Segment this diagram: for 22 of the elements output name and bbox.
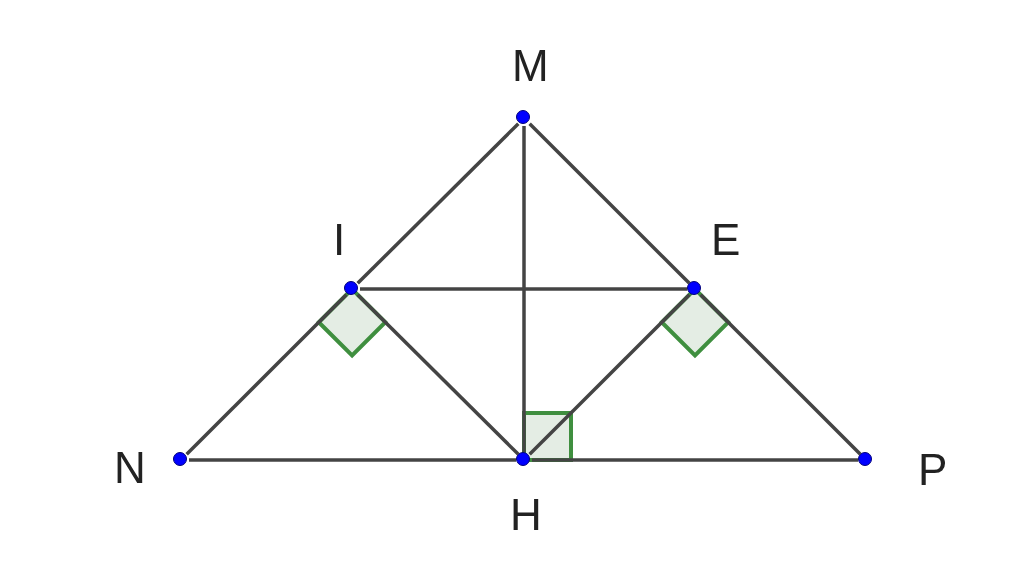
point [173,452,187,466]
line-segment [356,293,520,456]
point [858,452,872,466]
point-label: I [333,218,346,262]
line-segment [356,122,520,285]
point-label: M [512,44,549,88]
point [516,452,530,466]
point [687,281,701,295]
line-segment [189,458,516,462]
point-label: P [918,448,948,492]
point-label: E [711,218,741,262]
point [344,281,358,295]
point [516,110,530,124]
point-label: H [510,493,542,537]
line-segment [699,293,862,456]
point-label: N [114,446,146,490]
line-segment [528,122,691,285]
line-segment [360,287,687,291]
line-segment [522,126,526,452]
line-segment [528,293,691,456]
line-segment [185,293,348,456]
line-segment [532,458,858,462]
